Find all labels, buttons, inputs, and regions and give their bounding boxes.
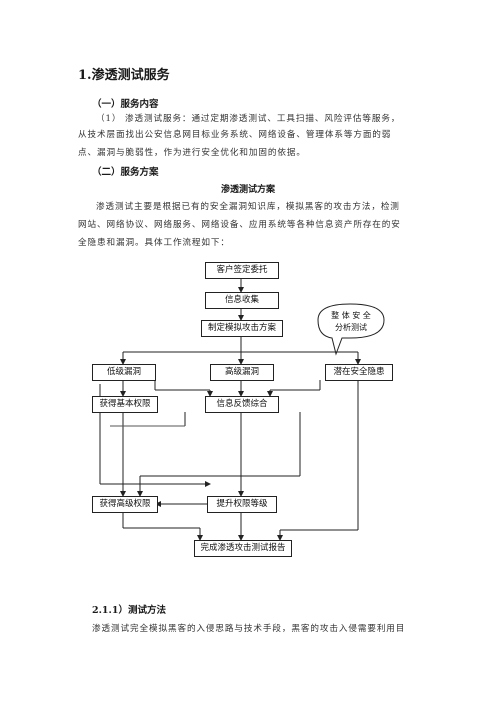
page-heading: 1.渗透测试服务 — [78, 68, 170, 83]
node-high-vulnerability: 高级漏洞 — [210, 364, 274, 381]
paragraph-line: 从技术层面找出公安信息网目标业务系统、网络设备、管理体系等方面的弱 — [78, 130, 392, 140]
paragraph-line: 渗透测试主要是根据已有的安全漏洞知识库，模拟黑客的攻击方法，检测 — [96, 202, 400, 212]
section-service-plan-title: （二）服务方案 — [92, 167, 159, 178]
node-info-feedback: 信息反馈综合 — [205, 396, 279, 413]
paragraph-line: 全隐患和漏洞。具体工作流程如下： — [78, 238, 230, 248]
node-potential-risk: 潜在安全隐患 — [325, 364, 393, 381]
node-low-vulnerability: 低级漏洞 — [92, 364, 156, 381]
node-final-report: 完成渗透攻击测试报告 — [194, 540, 292, 557]
node-attack-plan: 制定模拟攻击方案 — [201, 320, 283, 337]
bubble-line: 整 体 安 全 — [331, 311, 371, 320]
plan-center-title: 渗透测试方案 — [220, 185, 275, 195]
paragraph-line: 网站、网络协议、网络服务、网络设备、应用系统等各种信息资产所存在的安 — [78, 220, 401, 230]
bubble-line: 分析测试 — [335, 323, 367, 332]
node-escalate-privilege: 提升权限等级 — [207, 496, 277, 513]
section-service-content-title: （一）服务内容 — [92, 99, 159, 110]
paragraph-line: 点、漏洞与脆弱性，作为进行安全优化和加固的依据。 — [78, 148, 306, 158]
node-client-commission: 客户签定委托 — [205, 262, 279, 279]
paragraph-line: 渗透测试完全模拟黑客的入侵思路与技术手段，黑客的攻击入侵需要利用目 — [92, 624, 406, 634]
node-high-privilege: 获得高级权限 — [92, 496, 158, 513]
section-test-method-title: 2.1.1）测试方法 — [92, 605, 166, 616]
node-basic-privilege: 获得基本权限 — [92, 396, 158, 413]
node-info-collection: 信息收集 — [205, 292, 279, 309]
paragraph-line: （1） 渗透测试服务：通过定期渗透测试、工具扫描、风险评估等服务， — [96, 114, 401, 124]
